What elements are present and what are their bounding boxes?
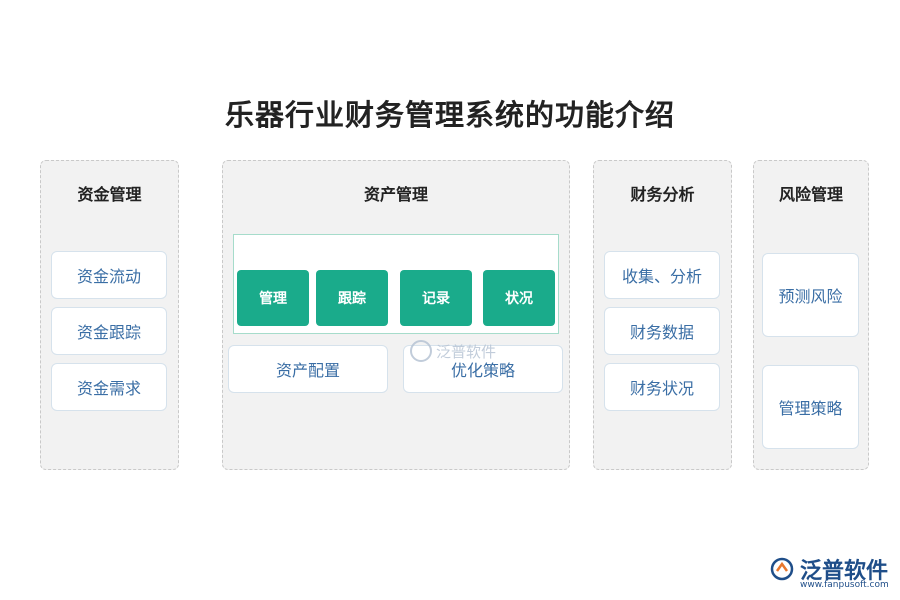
panel-asset-management: 资产管理 管理 跟踪 记录 状况 资产配置 优化策略 bbox=[222, 160, 570, 470]
panel-financial-analysis: 财务分析 收集、分析 财务数据 财务状况 bbox=[593, 160, 732, 470]
manage-button[interactable]: 管理 bbox=[237, 270, 309, 326]
item-fund-flow[interactable]: 资金流动 bbox=[51, 251, 167, 299]
watermark-text: 泛普软件 bbox=[436, 342, 497, 361]
item-fund-demand[interactable]: 资金需求 bbox=[51, 363, 167, 411]
brand-logo: 泛普软件 bbox=[770, 553, 888, 585]
item-asset-allocation[interactable]: 资产配置 bbox=[228, 345, 388, 393]
watermark-logo-icon bbox=[410, 340, 432, 362]
brand-url: www.fanpusoft.com bbox=[800, 580, 889, 590]
page-title: 乐器行业财务管理系统的功能介绍 bbox=[224, 98, 675, 132]
asset-actions-box: 管理 跟踪 记录 状况 bbox=[233, 234, 559, 334]
item-fund-tracking[interactable]: 资金跟踪 bbox=[51, 307, 167, 355]
panel-risk-management: 风险管理 预测风险 管理策略 bbox=[753, 160, 869, 470]
item-collect-analyze[interactable]: 收集、分析 bbox=[604, 251, 720, 299]
item-management-strategy[interactable]: 管理策略 bbox=[762, 365, 859, 449]
item-financial-data[interactable]: 财务数据 bbox=[604, 307, 720, 355]
brand-name: 泛普软件 bbox=[800, 559, 889, 584]
brand-logo-icon bbox=[770, 557, 794, 581]
watermark: 泛普软件 bbox=[410, 340, 496, 362]
panel-title: 风险管理 bbox=[778, 185, 843, 204]
status-button[interactable]: 状况 bbox=[483, 270, 555, 326]
item-optimization-strategy[interactable]: 优化策略 bbox=[403, 345, 563, 393]
record-button[interactable]: 记录 bbox=[400, 270, 472, 326]
panel-title: 资产管理 bbox=[363, 185, 428, 204]
panel-title: 资金管理 bbox=[77, 185, 142, 204]
track-button[interactable]: 跟踪 bbox=[316, 270, 388, 326]
item-financial-status[interactable]: 财务状况 bbox=[604, 363, 720, 411]
item-predict-risk[interactable]: 预测风险 bbox=[762, 253, 859, 337]
panel-fund-management: 资金管理 资金流动 资金跟踪 资金需求 bbox=[40, 160, 179, 470]
panel-title: 财务分析 bbox=[630, 185, 695, 204]
